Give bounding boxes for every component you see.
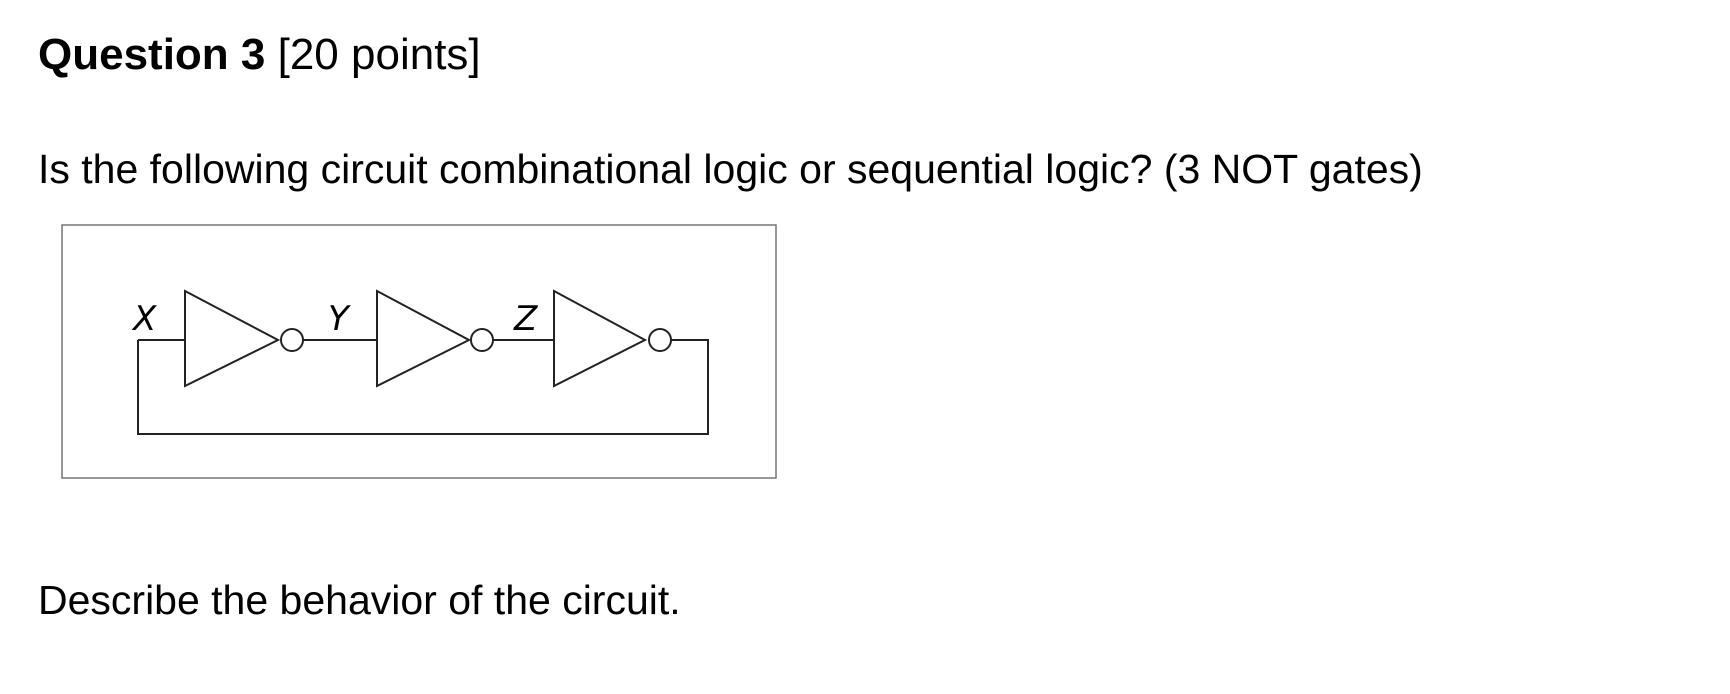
question-followup: Describe the behavior of the circuit. <box>38 577 681 623</box>
feedback-wire <box>137 339 709 435</box>
label-z: Z <box>513 299 538 339</box>
diagram-frame <box>61 224 777 479</box>
label-x: X <box>131 299 157 339</box>
question-number: Question 3 <box>38 30 266 79</box>
question-prompt: Is the following circuit combinational l… <box>38 146 1423 192</box>
question-points: [20 points] <box>277 30 481 79</box>
question-title: Question 3 [20 points] <box>38 30 481 80</box>
inverter-bubble-2 <box>470 328 494 352</box>
not-gate-1 <box>184 289 281 388</box>
inverter-bubble-1 <box>280 328 304 352</box>
not-gate-3 <box>553 289 648 388</box>
inverter-bubble-3 <box>648 328 672 352</box>
not-gate-2 <box>376 289 472 388</box>
label-y: Y <box>328 299 351 339</box>
